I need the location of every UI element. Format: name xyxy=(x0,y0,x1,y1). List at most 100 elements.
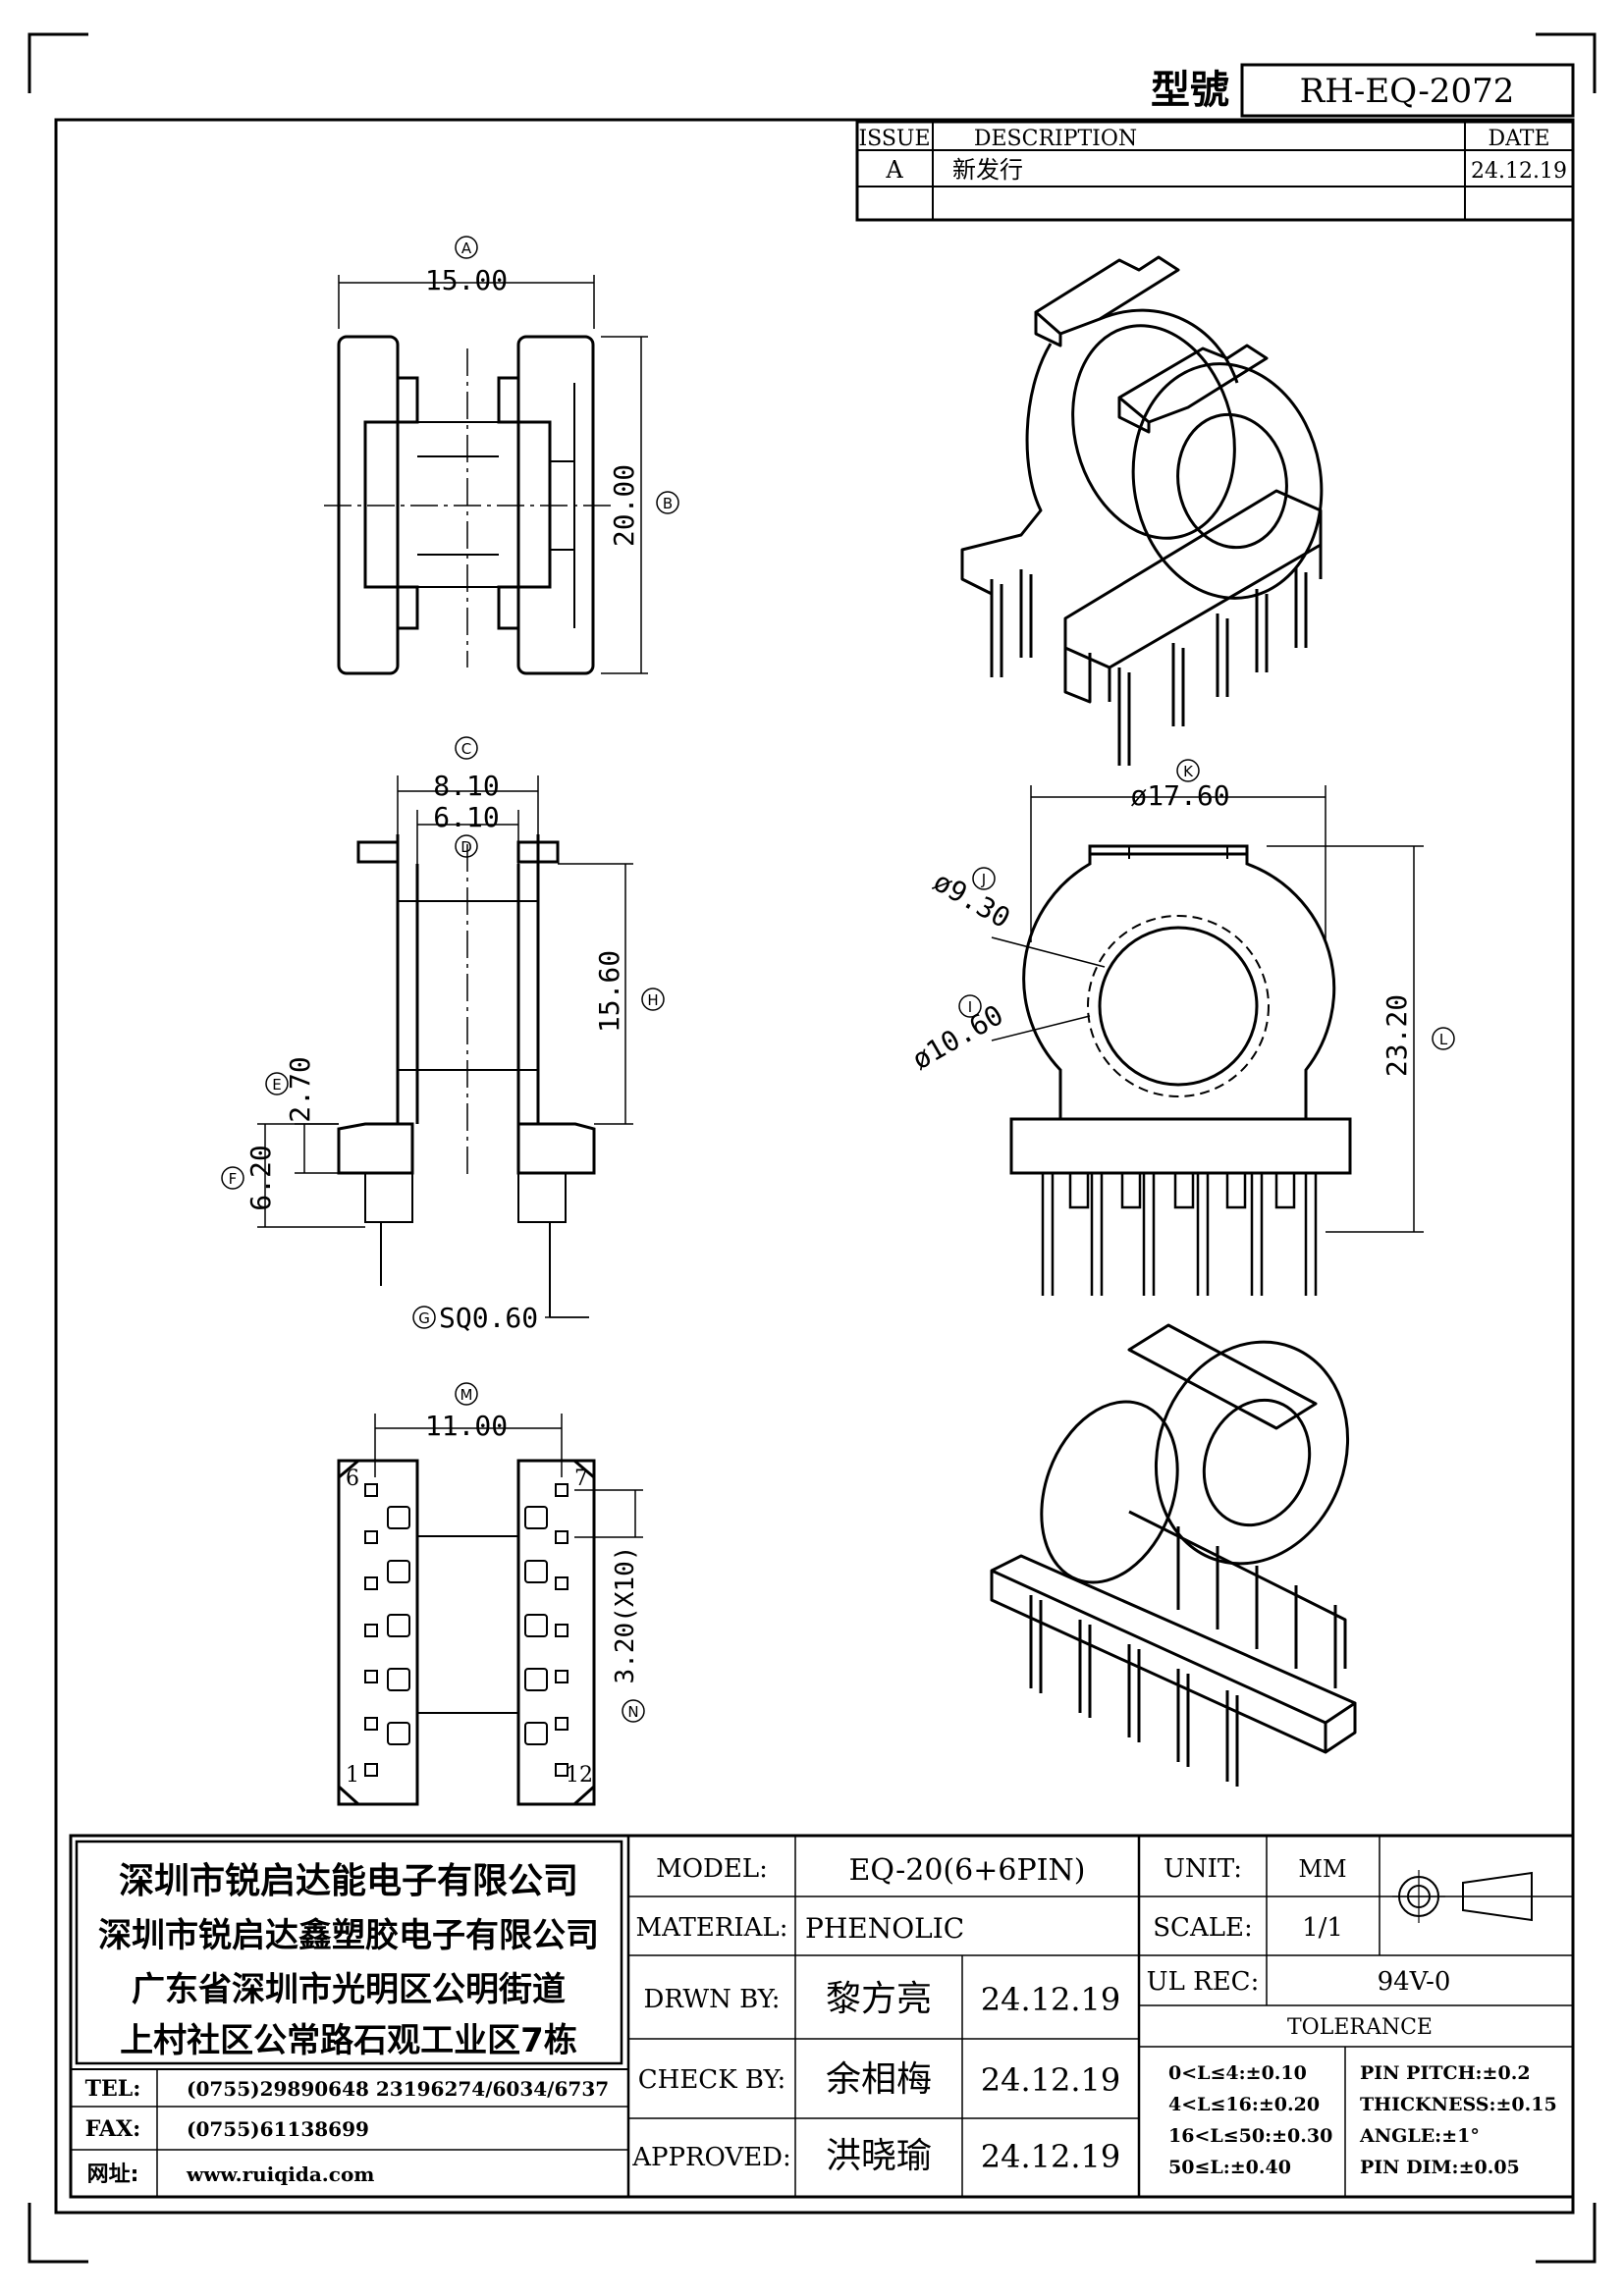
dim-width-front: ø17.60 xyxy=(1130,779,1229,812)
pin-label-6: 6 xyxy=(346,1467,359,1491)
bottom-view-drawing xyxy=(337,1459,596,1806)
callout-circle-e xyxy=(265,1072,289,1095)
model-field-label: MODEL: xyxy=(656,1854,768,1884)
dim-height-side: 15.60 xyxy=(593,950,625,1033)
callout-label-f: F xyxy=(229,1170,238,1188)
approved-date: 24.12.19 xyxy=(981,2138,1121,2175)
front-view-dims xyxy=(991,785,1424,1233)
callout-label-e: E xyxy=(272,1076,281,1094)
sheet-corner-marks xyxy=(27,32,1597,2264)
front-view-pins xyxy=(1041,1171,1318,1296)
callout-label-c: C xyxy=(461,740,471,758)
scale-label: SCALE: xyxy=(1153,1913,1253,1943)
callout-label-g: G xyxy=(418,1309,430,1327)
check-by-name: 余相梅 xyxy=(826,2059,932,2100)
tolerance-right-4: PIN DIM:±0.05 xyxy=(1360,2157,1520,2178)
model-label: 型號 xyxy=(1151,67,1229,113)
isometric-view-lower xyxy=(990,1323,1357,1787)
dim-flange-side: 2.70 xyxy=(284,1056,316,1122)
pin-label-7: 7 xyxy=(574,1467,588,1491)
dim-span-bottom: 11.00 xyxy=(425,1410,508,1442)
model-number: RH-EQ-2072 xyxy=(1300,72,1515,111)
drawn-by-label: DRWN BY: xyxy=(644,1985,781,2014)
dim-height-top: 20.00 xyxy=(608,464,640,547)
callout-label-b: B xyxy=(663,495,673,512)
callout-circle-f xyxy=(221,1166,244,1190)
projection-symbol-icon xyxy=(1392,1870,1533,1923)
top-view-centerlines xyxy=(324,348,614,667)
revision-row-date: 24.12.19 xyxy=(1471,159,1567,184)
drawn-by-name: 黎方亮 xyxy=(826,1979,932,2019)
callout-label-m: M xyxy=(460,1386,473,1404)
tel-value: (0755)29890648 23196274/6034/6737 xyxy=(187,2077,609,2101)
callout-circle-a xyxy=(455,236,478,259)
revision-issue-header: ISSUE xyxy=(858,127,930,151)
dim-pin-side: 6.20 xyxy=(244,1145,277,1210)
callout-circle-c xyxy=(455,736,478,760)
callout-circle-i xyxy=(958,994,982,1018)
dim-outer-front: ø10.60 xyxy=(906,998,1008,1076)
side-view-drawing xyxy=(337,834,596,1317)
callout-label-l: L xyxy=(1439,1031,1448,1048)
dim-width-top: 15.00 xyxy=(425,264,508,296)
fax-label: FAX: xyxy=(85,2116,141,2142)
tolerance-title: TOLERANCE xyxy=(1287,2015,1433,2040)
company-line-2: 深圳市锐启达鑫塑胶电子有限公司 xyxy=(98,1916,599,1955)
dim-outer-side: 8.10 xyxy=(433,770,499,802)
callout-label-d: D xyxy=(460,838,472,856)
callout-circle-n xyxy=(622,1699,645,1723)
tolerance-left-1: 0<L≤4:±0.10 xyxy=(1168,2062,1307,2084)
material-field-value: PHENOLIC xyxy=(805,1912,964,1945)
tolerance-left-2: 4<L≤16:±0.20 xyxy=(1168,2094,1320,2115)
unit-label: UNIT: xyxy=(1164,1854,1242,1884)
drawn-by-date: 24.12.19 xyxy=(981,1981,1121,2018)
tel-label: TEL: xyxy=(85,2076,141,2102)
dim-pitch-bottom: 3.20(X10) xyxy=(611,1546,640,1684)
revision-row-description: 新发行 xyxy=(952,156,1023,184)
pin-label-1: 1 xyxy=(346,1763,359,1788)
tolerance-left-3: 16<L≤50:±0.30 xyxy=(1168,2125,1332,2147)
revision-table xyxy=(855,120,1575,222)
dim-sq-side: SQ0.60 xyxy=(439,1302,538,1334)
company-line-3: 广东省深圳市光明区公明街道 xyxy=(132,1970,566,2009)
callout-circle-g xyxy=(412,1306,436,1329)
side-view-dims xyxy=(257,775,633,1318)
callout-label-k: K xyxy=(1183,763,1194,780)
revision-date-header: DATE xyxy=(1488,127,1549,151)
scale-value: 1/1 xyxy=(1302,1913,1343,1943)
material-field-label: MATERIAL: xyxy=(636,1913,788,1943)
company-line-4: 上村社区公常路石观工业区7栋 xyxy=(120,2021,577,2060)
callout-label-j: J xyxy=(981,871,986,888)
approved-label: APPROVED: xyxy=(631,2143,791,2172)
revision-row-issue: A xyxy=(885,156,903,184)
approved-name: 洪晓瑜 xyxy=(826,2136,932,2176)
top-view-dims xyxy=(338,275,648,674)
check-by-date: 24.12.19 xyxy=(981,2061,1121,2099)
dim-inner-side: 6.10 xyxy=(433,801,499,833)
bottom-view-dims xyxy=(374,1414,643,1538)
pin-label-12: 12 xyxy=(566,1763,593,1788)
check-by-label: CHECK BY: xyxy=(638,2065,786,2095)
bottom-view-pins xyxy=(364,1483,568,1777)
dim-height-front: 23.20 xyxy=(1380,994,1413,1077)
isometric-view-upper xyxy=(960,255,1324,766)
web-value: www.ruiqida.com xyxy=(186,2163,374,2186)
dim-inner-front: ø9.30 xyxy=(928,865,1016,934)
callout-label-a: A xyxy=(461,240,472,257)
model-number-box xyxy=(1240,63,1575,118)
front-view-drawing xyxy=(1009,844,1352,1175)
callout-circle-h xyxy=(641,988,665,1011)
ul-value: 94V-0 xyxy=(1378,1967,1451,1997)
callout-label-h: H xyxy=(647,991,658,1009)
model-field-value: EQ-20(6+6PIN) xyxy=(849,1853,1086,1888)
tolerance-right-1: PIN PITCH:±0.2 xyxy=(1360,2062,1531,2084)
callout-circle-m xyxy=(455,1382,478,1406)
unit-value: MM xyxy=(1298,1855,1346,1883)
tolerance-left-4: 50≤L:±0.40 xyxy=(1168,2157,1291,2178)
callout-circle-j xyxy=(972,867,996,890)
tolerance-right-3: ANGLE:±1° xyxy=(1359,2125,1480,2147)
callout-circle-k xyxy=(1176,759,1200,782)
web-label: 网址: xyxy=(87,2163,139,2187)
callout-label-i: I xyxy=(968,998,972,1016)
